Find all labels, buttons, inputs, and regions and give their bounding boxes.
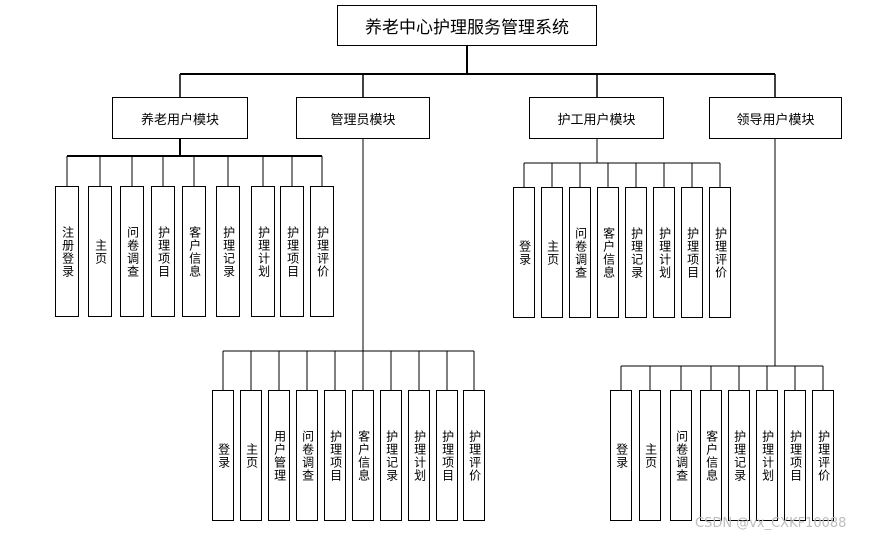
leaf-admin-9: 护理项目 [436, 390, 458, 521]
leaf-elderly-8: 护理项目 [280, 186, 304, 317]
module-admin: 管理员模块 [296, 97, 430, 139]
leaf-leader-1: 登录 [610, 390, 632, 521]
leaf-admin-4: 问卷调查 [296, 390, 318, 521]
leaf-leader-2: 主页 [639, 390, 661, 521]
leaf-leader-7: 护理项目 [784, 390, 806, 521]
leaf-caregiver-2: 主页 [541, 187, 563, 318]
leaf-admin-1: 登录 [212, 390, 234, 521]
leaf-caregiver-1: 登录 [513, 187, 535, 318]
leaf-caregiver-8: 护理评价 [709, 187, 731, 318]
leaf-elderly-7: 护理计划 [251, 186, 275, 317]
watermark: CSDN @vx_CXKF10088 [695, 516, 847, 531]
leaf-elderly-2: 主页 [88, 186, 112, 317]
leaf-elderly-9: 护理评价 [310, 186, 334, 317]
module-leader-user: 领导用户模块 [709, 97, 842, 139]
leaf-caregiver-3: 问卷调查 [569, 187, 591, 318]
module-elderly-user: 养老用户模块 [112, 97, 248, 139]
leaf-admin-3: 用户管理 [268, 390, 290, 521]
leaf-elderly-6: 护理记录 [216, 186, 240, 317]
leaf-leader-5: 护理记录 [728, 390, 750, 521]
leaf-admin-8: 护理计划 [408, 390, 430, 521]
leaf-admin-5: 护理项目 [324, 390, 346, 521]
root-node: 养老中心护理服务管理系统 [337, 5, 597, 46]
leaf-elderly-1: 注册登录 [55, 186, 79, 317]
leaf-elderly-4: 护理项目 [151, 186, 175, 317]
leaf-caregiver-4: 客户信息 [597, 187, 619, 318]
leaf-admin-10: 护理评价 [463, 390, 485, 521]
module-caregiver-user: 护工用户模块 [529, 97, 664, 139]
leaf-caregiver-5: 护理记录 [625, 187, 647, 318]
leaf-admin-2: 主页 [240, 390, 262, 521]
leaf-admin-6: 客户信息 [352, 390, 374, 521]
leaf-elderly-5: 客户信息 [182, 186, 206, 317]
leaf-admin-7: 护理记录 [380, 390, 402, 521]
leaf-caregiver-7: 护理项目 [681, 187, 703, 318]
leaf-elderly-3: 问卷调查 [120, 186, 144, 317]
leaf-leader-6: 护理计划 [756, 390, 778, 521]
leaf-leader-3: 问卷调查 [670, 390, 692, 521]
leaf-leader-8: 护理评价 [812, 390, 834, 521]
leaf-leader-4: 客户信息 [700, 390, 722, 521]
leaf-caregiver-6: 护理计划 [653, 187, 675, 318]
